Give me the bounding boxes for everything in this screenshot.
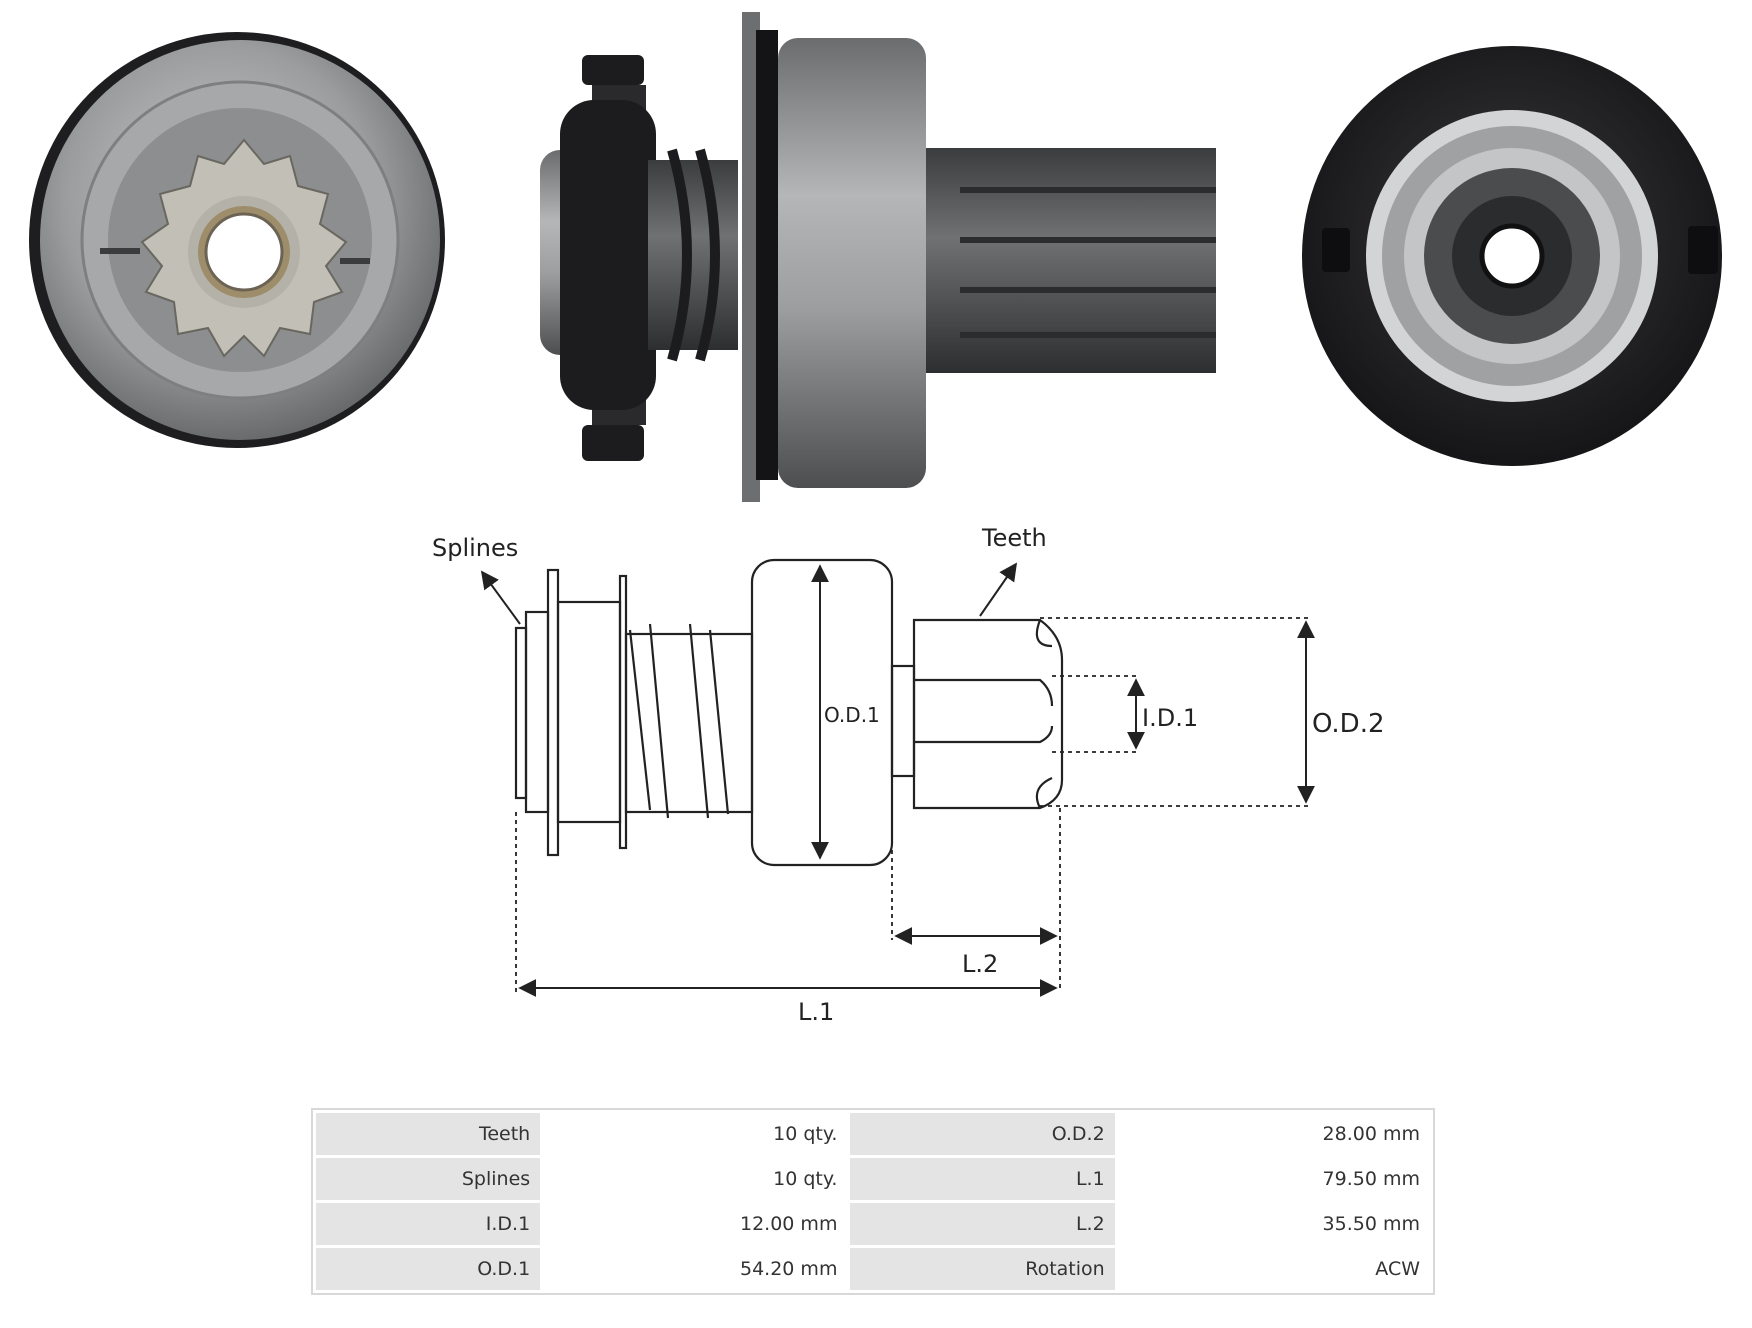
- l2-label: L.2: [962, 950, 998, 978]
- table-row: Teeth 10 qty. O.D.2 28.00 mm: [316, 1113, 1430, 1155]
- spec-value: 10 qty.: [543, 1113, 848, 1155]
- l1-label: L.1: [798, 998, 834, 1026]
- od2-label: O.D.2: [1312, 709, 1385, 739]
- od1-label: O.D.1: [824, 703, 880, 727]
- id1-label: I.D.1: [1142, 704, 1198, 732]
- spec-key: I.D.1: [316, 1203, 541, 1245]
- spec-key: Splines: [316, 1158, 541, 1200]
- spec-key: L.2: [850, 1203, 1115, 1245]
- dimension-diagram: Splines Teeth O.D.1 I.D.1 O.D.2 L.2 L.1: [432, 524, 1385, 1026]
- starter-drive-outline: [514, 558, 1064, 867]
- spec-key: O.D.2: [850, 1113, 1115, 1155]
- pinion-gear-icon: [140, 138, 348, 358]
- spec-value: 35.50 mm: [1117, 1203, 1430, 1245]
- spec-value: 28.00 mm: [1117, 1113, 1430, 1155]
- spec-table: Teeth 10 qty. O.D.2 28.00 mm Splines 10 …: [311, 1108, 1435, 1295]
- splines-label: Splines: [432, 534, 518, 562]
- spec-key: O.D.1: [316, 1248, 541, 1290]
- table-row: I.D.1 12.00 mm L.2 35.50 mm: [316, 1203, 1430, 1245]
- spec-value: ACW: [1117, 1248, 1430, 1290]
- table-row: Splines 10 qty. L.1 79.50 mm: [316, 1158, 1430, 1200]
- teeth-label: Teeth: [981, 524, 1047, 552]
- front-view-photo: [29, 32, 445, 448]
- spec-key: L.1: [850, 1158, 1115, 1200]
- table-row: O.D.1 54.20 mm Rotation ACW: [316, 1248, 1430, 1290]
- spec-key: Rotation: [850, 1248, 1115, 1290]
- spec-value: 10 qty.: [543, 1158, 848, 1200]
- back-view-photo: [1302, 46, 1722, 466]
- spec-value: 79.50 mm: [1117, 1158, 1430, 1200]
- side-view-photo: [540, 12, 1216, 502]
- spec-value: 12.00 mm: [543, 1203, 848, 1245]
- product-photos: [29, 12, 1722, 502]
- spec-value: 54.20 mm: [543, 1248, 848, 1290]
- spec-key: Teeth: [316, 1113, 541, 1155]
